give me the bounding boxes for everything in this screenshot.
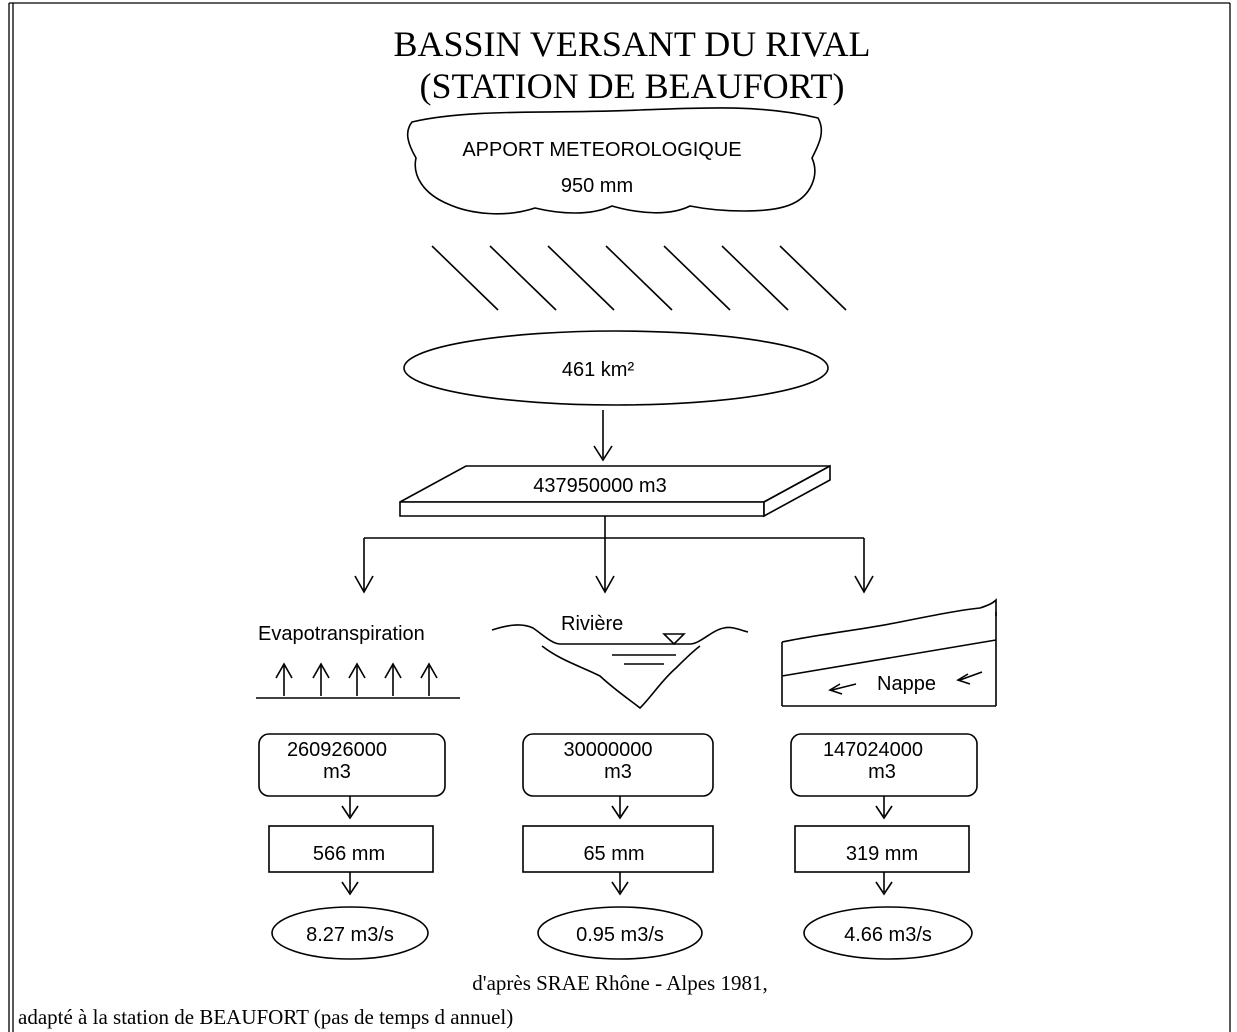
depth-box (268, 825, 434, 873)
volume-unit: m3 (868, 761, 896, 783)
volume-unit: m3 (323, 761, 351, 783)
cloud-value: 950 mm (561, 175, 633, 197)
volume-value: 147024000 (823, 739, 923, 761)
volume-unit: m3 (604, 761, 632, 783)
arrow-down-icon (875, 872, 893, 896)
depth-value: 65 mm (583, 843, 644, 865)
basin-area: 461 km² (562, 359, 635, 381)
distribution-connector (354, 516, 874, 594)
cloud-label: APPORT METEOROLOGIQUE (462, 139, 741, 161)
arrow-down-icon (341, 872, 359, 896)
source-line1: d'après SRAE Rhône - Alpes 1981, (472, 971, 767, 995)
flow-value: 0.95 m3/s (576, 924, 664, 946)
volume-slab (399, 464, 831, 518)
arrow-down-icon (611, 796, 629, 820)
depth-box (522, 825, 714, 873)
river-cross-section-icon (491, 624, 749, 710)
column-riviere: 30000000 m3 65 mm 0.95 m3/s (522, 733, 714, 960)
cloud-shape (406, 107, 823, 215)
volume-box (258, 733, 446, 797)
diagram-title-line2: (STATION DE BEAUFORT) (420, 66, 845, 106)
diagram-title-line1: BASSIN VERSANT DU RIVAL (393, 24, 870, 64)
depth-box (794, 825, 970, 873)
flow-ellipse (537, 906, 703, 960)
volume-box (522, 733, 714, 797)
flow-ellipse (271, 906, 429, 960)
branch-label-riviere: Rivière (561, 613, 623, 635)
groundwater-aquifer-icon (781, 598, 997, 707)
evapotranspiration-arrows-icon (256, 662, 460, 699)
flow-ellipse (803, 906, 973, 960)
arrow-down-icon (875, 796, 893, 820)
branch-label-evapotranspiration: Evapotranspiration (258, 623, 425, 645)
column-evapotranspiration: 260926000 m3 566 mm 8.27 m3/s (258, 733, 446, 960)
branch-label-nappe: Nappe (877, 673, 936, 695)
arrow-down-icon (341, 796, 359, 820)
basin-ellipse (403, 330, 829, 406)
flow-value: 8.27 m3/s (306, 924, 394, 946)
rain-lines (431, 245, 847, 311)
total-volume: 437950000 m3 (533, 475, 666, 497)
volume-value: 260926000 (287, 739, 387, 761)
volume-value: 30000000 (564, 739, 653, 761)
flow-value: 4.66 m3/s (844, 924, 932, 946)
arrow-down-icon (611, 872, 629, 896)
depth-value: 319 mm (846, 843, 918, 865)
arrow-down-icon (593, 410, 613, 462)
source-line2: adapté à la station de BEAUFORT (pas de … (18, 1005, 513, 1029)
page-frame (8, 2, 1231, 1032)
column-nappe: 147024000 m3 319 mm 4.66 m3/s (790, 733, 978, 960)
depth-value: 566 mm (313, 843, 385, 865)
